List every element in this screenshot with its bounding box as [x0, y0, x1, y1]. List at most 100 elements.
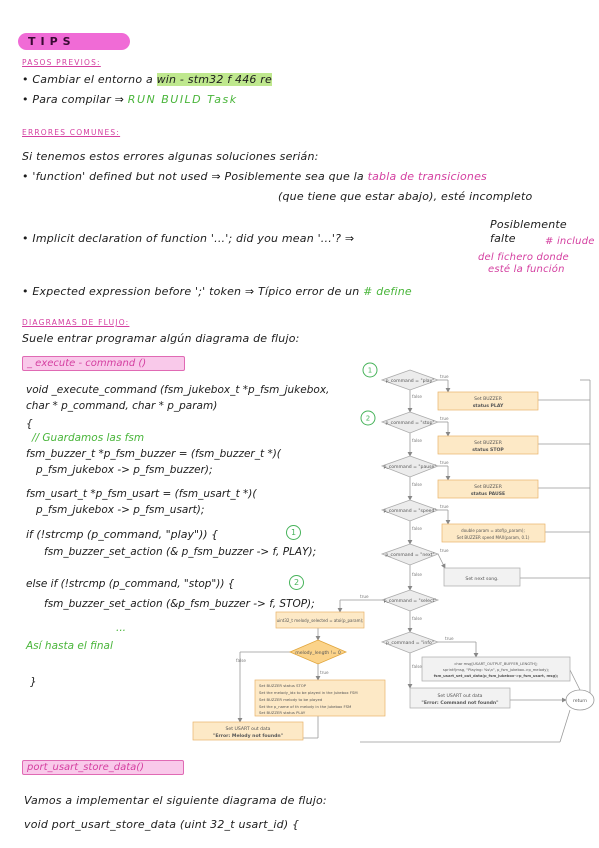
box-melody-error-text-2: "Error: Melody not foundn" — [213, 733, 283, 739]
code-line-10: fsm_buzzer_set_action (& p_fsm_buzzer ->… — [44, 546, 317, 558]
code-comment: // Guardamos las fsm — [32, 432, 145, 444]
box-stop — [437, 435, 539, 455]
pasos-bullet-2: • Para compilar ⇒ RUN BUILD Task — [22, 93, 238, 106]
decision-select-text: p_command = "select" — [384, 598, 437, 604]
label-false-stop: false — [412, 438, 422, 443]
pasos-bullet-1-highlight: win - stm32 f 446 re — [156, 73, 272, 86]
return-node — [565, 689, 595, 711]
label-true-next: true — [440, 548, 449, 553]
code-line-6: p_fsm_jukebox -> p_fsm_buzzer); — [36, 464, 213, 476]
decision-melody-length-text: melody_length != 0 — [295, 650, 341, 656]
error-1-solution: Posiblemente sea que la — [224, 170, 368, 183]
label-true-pause: true — [440, 460, 449, 465]
code-marker-2: 2 — [289, 575, 304, 590]
box-set-text-2: Set the melody_idx to be played in the J… — [259, 690, 358, 695]
box-stop-text-2: status STOP — [472, 447, 504, 453]
decision-info-text: p_command = "info" — [386, 640, 434, 646]
decision-select — [380, 589, 440, 612]
diagramas-title: DIAGRAMAS DE FLUJO: — [22, 318, 130, 327]
box-info-text-3: fsm_usart_set_out_data(p_fsm_jukebox->p_… — [434, 674, 559, 678]
box-set-melody — [254, 679, 386, 717]
decision-stop-text: p_command = "stop" — [385, 420, 434, 426]
label-false-info: false — [412, 664, 422, 669]
flow-marker-1-circle — [362, 362, 378, 378]
decision-pause-text: p_command = "pause" — [384, 464, 437, 470]
box-pause-text-2: status PAUSE — [471, 491, 505, 497]
error-3-define: # define — [363, 285, 412, 298]
box-select-text: uint32_t melody_selected = atoi(p_param)… — [277, 618, 364, 623]
label-true-stop: true — [440, 416, 449, 421]
pasos-bullet-2-text: Para compilar ⇒ — [32, 93, 128, 106]
box-set-text-5: Set BUZZER status PLAY — [259, 710, 306, 715]
return-text: return — [573, 698, 587, 704]
box-command-error — [409, 687, 511, 709]
code-ellipsis: ... — [116, 622, 127, 634]
code-line-3: { — [26, 418, 33, 430]
code-close-brace: } — [30, 676, 37, 688]
error-1: • 'function' defined but not used ⇒ Posi… — [22, 170, 487, 183]
error-1-message: 'function' defined but not used ⇒ — [32, 170, 225, 183]
diagramas-intro: Suele entrar programar algún diagrama de… — [22, 332, 300, 345]
label-false-len: false — [236, 658, 246, 663]
box-info-text-1: char msg[USART_OUTPUT_BUFFER_LENGTH]; — [454, 662, 537, 666]
box-speed — [441, 523, 546, 543]
code-line-7: fsm_usart_t *p_fsm_usart = (fsm_usart_t … — [26, 488, 257, 500]
box-info-text-2: sprintf(msg, "Playing: %s\n", p_fsm_juke… — [443, 668, 549, 672]
box-command-error-text-2: "Error: Command not foundn" — [421, 700, 498, 706]
label-false-pause: false — [412, 482, 422, 487]
errores-title: ERRORES COMUNES: — [22, 128, 121, 137]
decision-speed — [380, 499, 440, 522]
flow-marker-2: 2 — [366, 415, 370, 423]
decision-play — [380, 369, 440, 391]
decision-melody-length — [288, 639, 348, 665]
execute-command-label: _ execute - command () — [22, 356, 185, 371]
code-marker-1: 1 — [286, 525, 301, 540]
label-false-play: false — [412, 394, 422, 399]
label-false-speed: false — [412, 526, 422, 531]
box-command-error-text-1: Set USART out data — [438, 693, 483, 699]
box-play-text-2: status PLAY — [473, 403, 504, 409]
label-true-select: true — [360, 594, 369, 599]
error-1-cont: (que tiene que estar abajo), esté incomp… — [278, 190, 533, 203]
footer-line-1: Vamos a implementar el siguiente diagram… — [24, 794, 327, 807]
label-false-select: false — [412, 616, 422, 621]
error-2-include: # include — [545, 236, 595, 247]
error-2-solution-a: Posiblemente falte — [490, 218, 567, 245]
box-speed-text-2: Set BUZZER speed MAX(param, 0.1) — [457, 535, 530, 540]
box-speed-text-1: double param = atof(p_param); — [461, 528, 525, 533]
decision-pause — [380, 455, 440, 478]
port-usart-store-data-label: port_usart_store_data() — [22, 760, 184, 775]
box-play-text-1: Set BUZZER — [474, 396, 503, 402]
code-line-5: fsm_buzzer_t *p_fsm_buzzer = (fsm_buzzer… — [26, 448, 281, 460]
label-true-speed: true — [440, 504, 449, 509]
code-line-1: void _execute_command (fsm_jukebox_t *p_… — [26, 384, 330, 396]
decision-info — [380, 631, 440, 654]
box-next-text: Set next song. — [465, 576, 498, 582]
box-info — [421, 656, 571, 682]
box-stop-text-1: Set BUZZER — [474, 440, 503, 446]
error-3: • Expected expression before ';' token ⇒… — [22, 285, 412, 298]
decision-play-text: p_command = "play" — [386, 378, 435, 384]
box-set-text-4: Set the p_name of th melody in the Jukeb… — [259, 704, 351, 709]
box-select — [275, 611, 365, 629]
box-pause-text-1: Set BUZZER — [474, 484, 503, 490]
error-3-message: Expected expression before ';' token ⇒ T… — [32, 285, 364, 298]
code-asi-hasta: Así hasta el final — [26, 640, 113, 652]
box-next — [443, 567, 521, 587]
code-line-8: p_fsm_jukebox -> p_fsm_usart); — [36, 504, 205, 516]
label-true-len: true — [320, 670, 329, 675]
errores-intro: Si tenemos estos errores algunas solucio… — [22, 150, 319, 163]
footer-line-2: void port_usart_store_data (uint 32_t us… — [24, 818, 300, 831]
box-play — [437, 391, 539, 411]
tips-header: TIPS — [18, 33, 130, 50]
pasos-bullet-1: • Cambiar el entorno a win - stm32 f 446… — [22, 73, 272, 86]
code-line-11: else if (!strcmp (p_command, "stop")) { — [26, 578, 235, 590]
pasos-previos-title: PASOS PREVIOS: — [22, 58, 101, 67]
box-set-text-1: Set BUZZER status STOP — [259, 683, 307, 688]
box-melody-error-text-1: Set USART out data — [226, 726, 271, 732]
pasos-bullet-2-command: RUN BUILD Task — [127, 93, 238, 106]
code-line-12: fsm_buzzer_set_action (&p_fsm_buzzer -> … — [44, 598, 315, 610]
box-pause — [437, 479, 539, 499]
box-melody-error — [192, 721, 304, 741]
